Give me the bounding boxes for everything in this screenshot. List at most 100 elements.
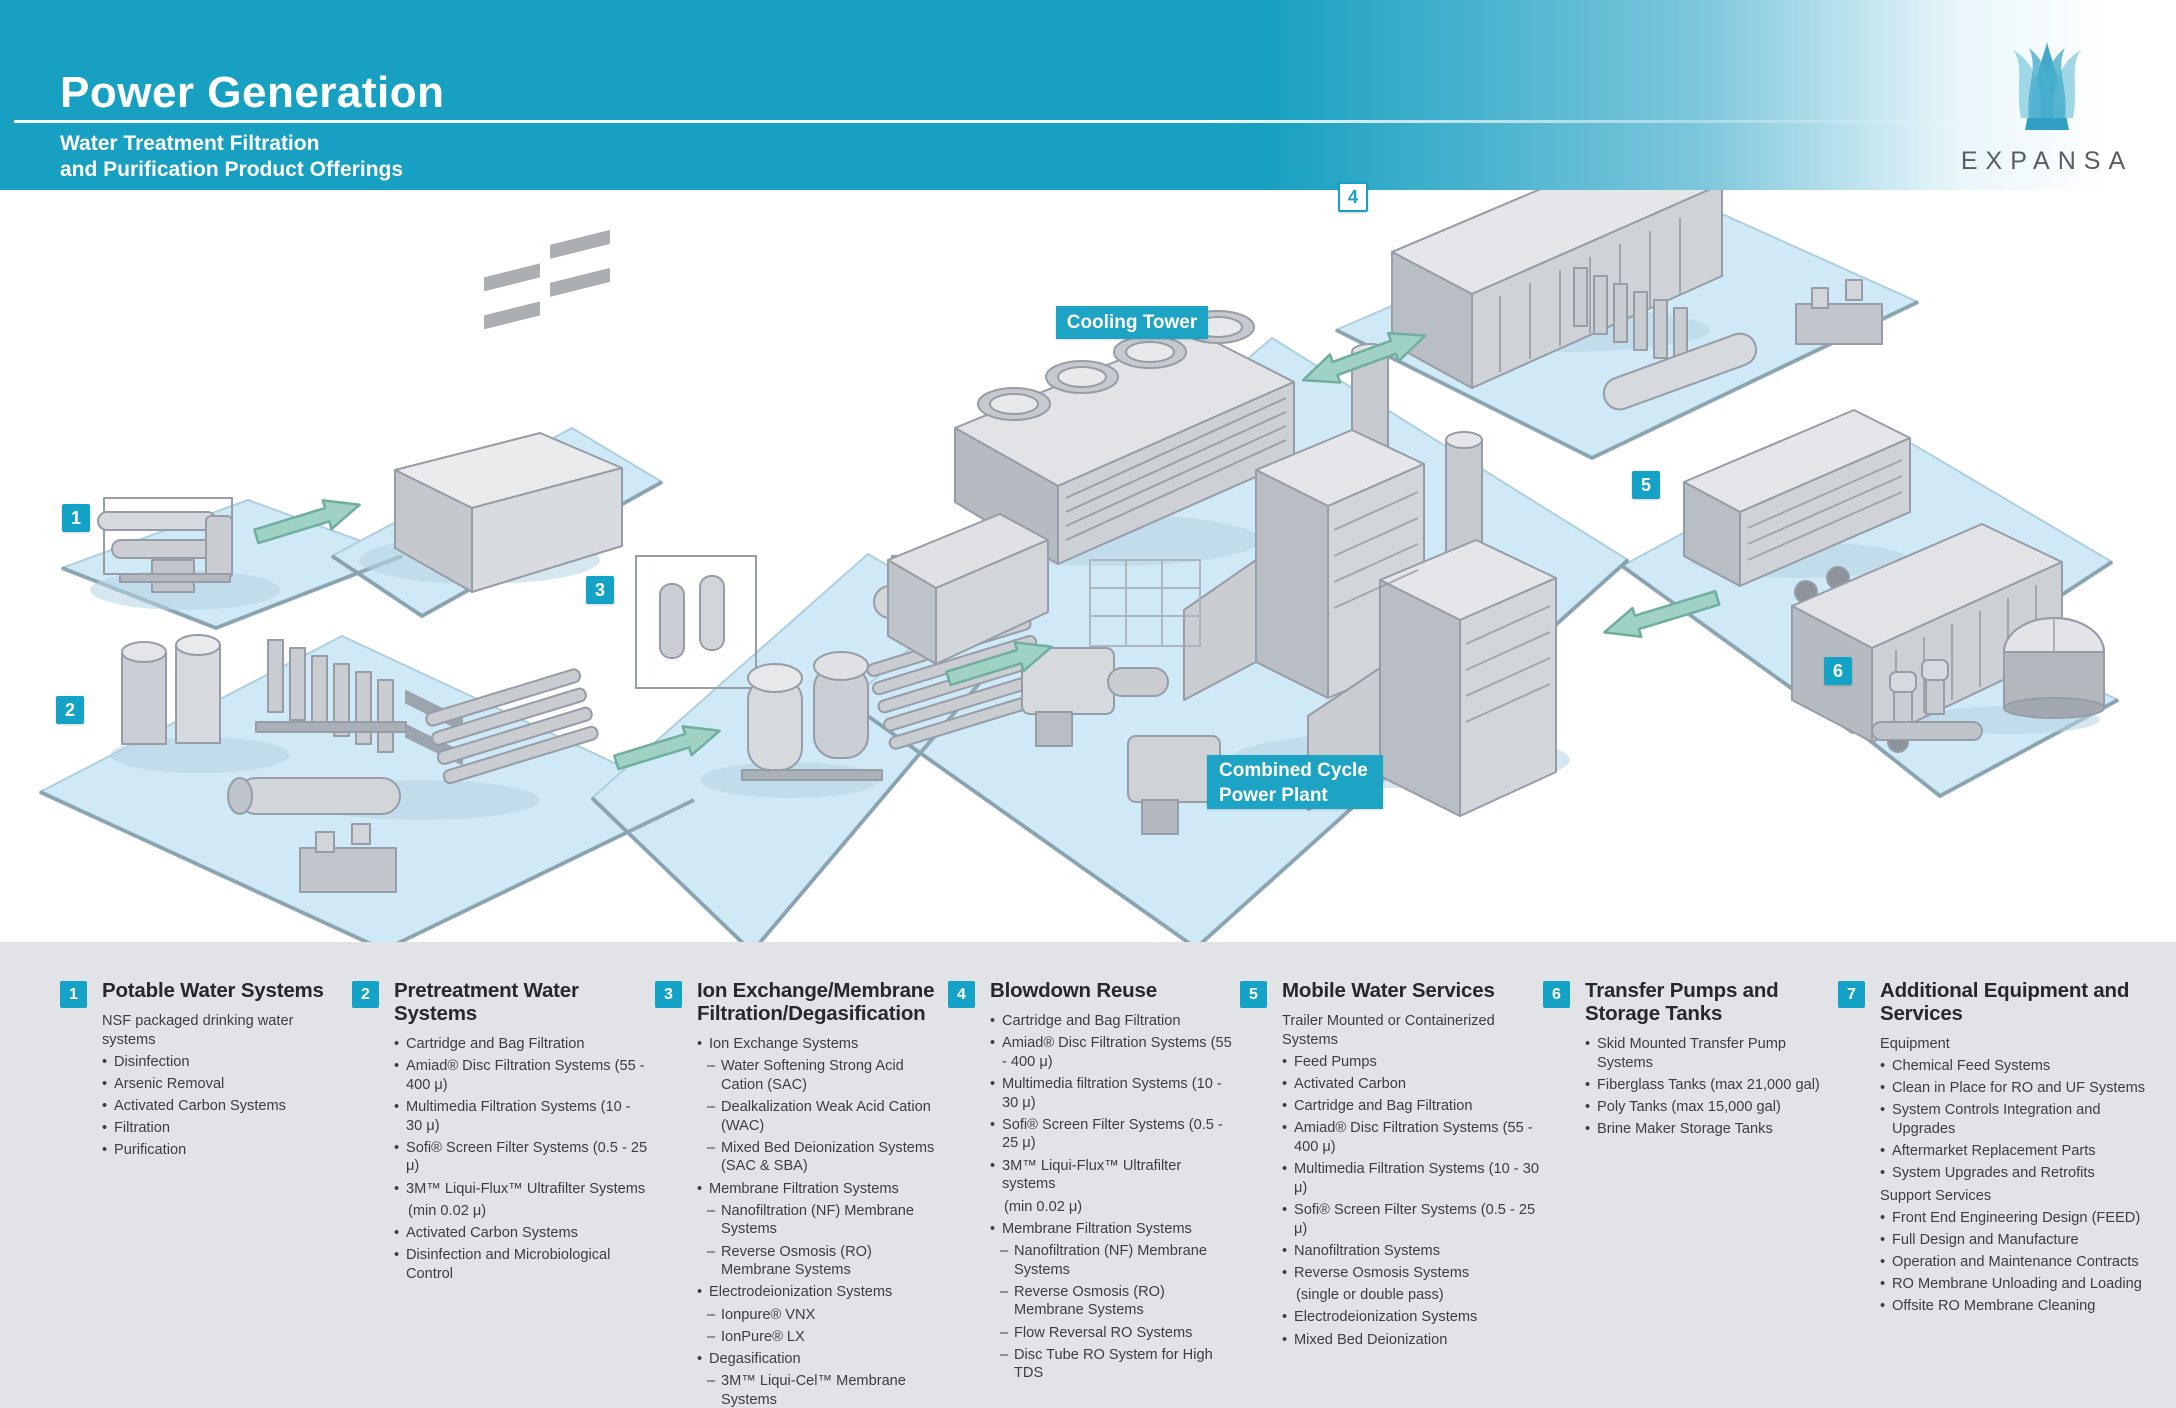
legend-item: (min 0.02 μ) (408, 1202, 487, 1219)
legend-item: 3M™ Liqui-Cel™ Membrane Systems (697, 1372, 943, 1408)
legend-item: Fiberglass Tanks (max 21,000 gal) (1585, 1076, 1835, 1095)
legend-number-badge-5: 5 (1240, 981, 1267, 1008)
diagram-marker-6: 6 (1824, 657, 1852, 685)
legend-item: Reverse Osmosis Systems (1282, 1264, 1540, 1283)
legend-item: 3M™ Liqui-Flux™ Ultrafilter Systems (394, 1180, 648, 1199)
legend-item: Degasification (697, 1350, 943, 1369)
legend-item: Amiad® Disc Filtration Systems (55 - 400… (990, 1034, 1236, 1071)
legend-item: Activated Carbon (1282, 1075, 1540, 1094)
legend-item: Activated Carbon Systems (394, 1224, 648, 1243)
page-subtitle: Water Treatment Filtration and Purificat… (60, 131, 403, 182)
legend-item: Cartridge and Bag Filtration (990, 1012, 1236, 1031)
legend-section-title: Ion Exchange/Membrane Filtration/Degasif… (697, 979, 935, 1025)
diagram-marker-1: 1 (62, 504, 90, 532)
legend-item: Nanofiltration (NF) Membrane Systems (990, 1242, 1236, 1279)
legend-item: Cartridge and Bag Filtration (1282, 1097, 1540, 1116)
page-title: Power Generation (60, 68, 445, 117)
legend-item: Chemical Feed Systems (1880, 1057, 2160, 1076)
legend-item: Activated Carbon Systems (102, 1097, 342, 1116)
subtitle-line-1: Water Treatment Filtration (60, 132, 320, 155)
legend-section-title: Potable Water Systems (102, 979, 324, 1002)
legend-section-title: Pretreatment Water Systems (394, 979, 579, 1025)
title-underline (14, 120, 2004, 123)
legend-item: Feed Pumps (1282, 1053, 1540, 1072)
legend-item-list: EquipmentChemical Feed SystemsClean in P… (1880, 1035, 2160, 1316)
legend-item: Nanofiltration Systems (1282, 1242, 1540, 1261)
legend-item-list: Cartridge and Bag FiltrationAmiad® Disc … (990, 1012, 1236, 1383)
header-band: Power Generation Water Treatment Filtrat… (0, 0, 2176, 190)
legend-item: Trailer Mounted or Containerized Systems (1282, 1012, 1495, 1048)
diagram-marker-3: 3 (586, 576, 614, 604)
legend-item: Offsite RO Membrane Cleaning (1880, 1297, 2160, 1316)
legend-item: Membrane Filtration Systems (990, 1220, 1236, 1239)
legend-item: Multimedia filtration Systems (10 - 30 μ… (990, 1075, 1236, 1112)
legend-item: Operation and Maintenance Contracts (1880, 1253, 2160, 1272)
cooling-tower-label: Cooling Tower (1056, 306, 1208, 339)
legend-item: Aftermarket Replacement Parts (1880, 1142, 2160, 1161)
power-plant-label: Combined Cycle Power Plant (1207, 755, 1383, 809)
legend-item: Sofi® Screen Filter Systems (0.5 - 25 μ) (990, 1116, 1236, 1153)
legend-item: RO Membrane Unloading and Loading (1880, 1275, 2160, 1294)
legend-item: Disinfection (102, 1053, 342, 1072)
legend-item: System Upgrades and Retrofits (1880, 1164, 2160, 1183)
legend-item: Skid Mounted Transfer Pump Systems (1585, 1035, 1835, 1072)
legend-item-list: NSF packaged drinking water systemsDisin… (102, 1012, 342, 1160)
legend-item: Equipment (1880, 1035, 1950, 1052)
legend-item-list: Cartridge and Bag FiltrationAmiad® Disc … (394, 1035, 648, 1284)
legend-item: Dealkalization Weak Acid Cation (WAC) (697, 1098, 943, 1135)
legend-item-list: Skid Mounted Transfer Pump SystemsFiberg… (1585, 1035, 1835, 1139)
legend-item: (single or double pass) (1296, 1287, 1444, 1304)
legend-item: Poly Tanks (max 15,000 gal) (1585, 1098, 1835, 1117)
legend-item: Reverse Osmosis (RO) Membrane Systems (697, 1243, 943, 1280)
legend-item: Amiad® Disc Filtration Systems (55 - 400… (1282, 1119, 1540, 1156)
legend-item: IonPure® LX (697, 1328, 943, 1347)
legend-item: Sofi® Screen Filter Systems (0.5 - 25 μ) (394, 1139, 648, 1176)
legend-item: Purification (102, 1141, 342, 1160)
legend-item-list: Ion Exchange SystemsWater Softening Stro… (697, 1035, 943, 1408)
brand-block: EXPANSA (1952, 26, 2142, 176)
legend-section-4: 4 Blowdown ReuseCartridge and Bag Filtrat… (948, 979, 1236, 1387)
legend-item: Flow Reversal RO Systems (990, 1324, 1236, 1343)
legend-number-badge-7: 7 (1838, 981, 1865, 1008)
legend-item: Disinfection and Microbiological Control (394, 1246, 648, 1283)
legend-item: Electrodeionization Systems (1282, 1308, 1540, 1327)
legend-item: Support Services (1880, 1187, 1992, 1204)
legend-item: System Controls Integration and Upgrades (1880, 1101, 2160, 1138)
legend-number-badge-2: 2 (352, 981, 379, 1008)
legend-item: Electrodeionization Systems (697, 1283, 943, 1302)
diagram-marker-4: 4 (1338, 182, 1368, 212)
legend-section-title: Mobile Water Services (1282, 979, 1495, 1002)
power-plant-label-line-2: Power Plant (1219, 784, 1328, 806)
legend-item: Brine Maker Storage Tanks (1585, 1120, 1835, 1139)
legend-item: Ion Exchange Systems (697, 1035, 943, 1054)
legend-section-title: Blowdown Reuse (990, 979, 1157, 1002)
diagram-marker-5: 5 (1632, 471, 1660, 499)
legend-item: Nanofiltration (NF) Membrane Systems (697, 1202, 943, 1239)
legend-number-badge-4: 4 (948, 981, 975, 1008)
legend-item: Mixed Bed Deionization (1282, 1331, 1540, 1350)
legend-item: Disc Tube RO System for High TDS (990, 1346, 1236, 1383)
legend-section-title: Transfer Pumps and Storage Tanks (1585, 979, 1779, 1025)
legend-number-badge-3: 3 (655, 981, 682, 1008)
expansa-logo-icon (2013, 42, 2081, 130)
legend-item-list: Trailer Mounted or Containerized Systems… (1282, 1012, 1540, 1349)
subtitle-line-2: and Purification Product Offerings (60, 157, 404, 181)
legend-item: Membrane Filtration Systems (697, 1180, 943, 1199)
legend-item: Clean in Place for RO and UF Systems (1880, 1079, 2160, 1098)
legend-item: NSF packaged drinking water systems (102, 1012, 294, 1048)
legend-section-title: Additional Equipment and Services (1880, 979, 2130, 1025)
legend-item: Multimedia Filtration Systems (10 - 30 μ… (1282, 1160, 1540, 1197)
legend-item: Mixed Bed Deionization Systems (SAC & SB… (697, 1139, 943, 1176)
legend-item: Full Design and Manufacture (1880, 1231, 2160, 1250)
legend-item: (min 0.02 μ) (1004, 1198, 1083, 1215)
legend-item: Reverse Osmosis (RO) Membrane Systems (990, 1283, 1236, 1320)
legend-item: 3M™ Liqui-Flux™ Ultrafilter systems (990, 1157, 1236, 1194)
legend-section-3: 3 Ion Exchange/Membrane Filtration/Degasi… (655, 979, 943, 1408)
diagram-marker-2: 2 (56, 696, 84, 724)
legend-item: Filtration (102, 1119, 342, 1138)
legend-item: Amiad® Disc Filtration Systems (55 - 400… (394, 1057, 648, 1094)
